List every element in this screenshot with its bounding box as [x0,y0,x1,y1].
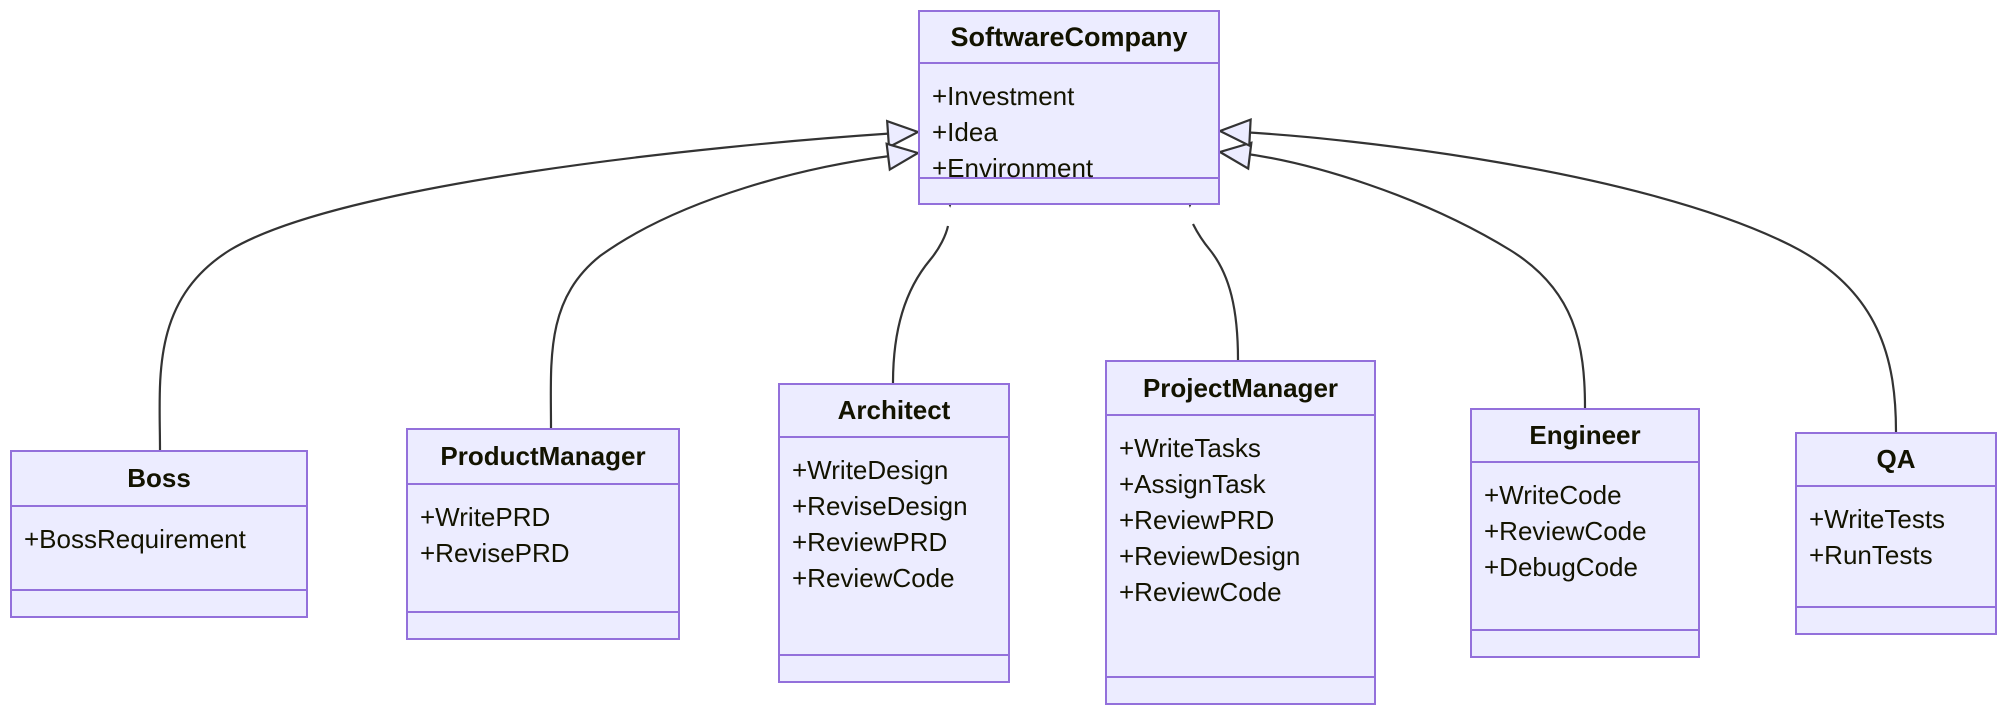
class-attributes-productmanager: +WritePRD +RevisePRD [408,485,678,613]
class-node-softwarecompany[interactable]: SoftwareCompany+Investment+Idea+Environm… [918,10,1220,205]
class-methods-architect [780,656,1008,685]
class-attribute: +DebugCode [1484,552,1638,582]
class-attributes-boss: +BossRequirement [12,507,306,591]
class-attribute: +ReviewDesign [1119,541,1301,571]
class-attribute: +ReviewCode [1484,516,1647,546]
class-title-boss: Boss [12,452,306,507]
class-attribute: +BossRequirement [24,524,246,554]
class-title-softwarecompany: SoftwareCompany [920,12,1218,64]
class-node-architect[interactable]: Architect +WriteDesign +ReviseDesign +Revie… [778,383,1010,683]
class-attribute: +WriteTests [1809,504,1946,534]
class-title-projectmanager: ProjectManager [1107,362,1374,416]
inheritance-arrowhead [885,142,921,172]
class-title-qa: QA [1797,434,1995,487]
class-attribute: +ReviewPRD [792,527,948,557]
class-attribute: +ReviewCode [1119,577,1282,607]
class-attributes-architect: +WriteDesign +ReviseDesign +ReviewPRD +Revi… [780,438,1008,656]
class-node-boss[interactable]: Boss +BossRequirement [10,450,308,618]
class-attribute: +ReviseDesign [792,491,968,521]
class-attribute: +RunTests [1809,540,1933,570]
class-attribute: +ReviewPRD [1119,505,1275,535]
class-methods-boss [12,591,306,620]
class-title-engineer: Engineer [1472,410,1698,463]
class-attributes-projectmanager: +WriteTasks +AssignTask +ReviewPRD +ReviewD… [1107,416,1374,678]
inheritance-arrowhead [885,119,921,149]
class-node-qa[interactable]: QA +WriteTests +RunTests [1795,432,1997,635]
class-attributes-qa: +WriteTests +RunTests [1797,487,1995,608]
class-attribute: +ReviewCode [792,563,955,593]
class-node-productmanager[interactable]: ProductManager +WritePRD +RevisePRD [406,428,680,640]
class-attributes-softwarecompany: +Investment+Idea+Environment [920,64,1218,183]
class-title-productmanager: ProductManager [408,430,678,485]
class-attribute: +WritePRD [420,502,551,532]
inheritance-arrowhead [1217,117,1252,148]
class-attribute: +RevisePRD [420,538,570,568]
class-attribute: +WriteTasks [1119,433,1261,463]
edge-line [891,225,950,384]
class-methods-qa [1797,608,1995,637]
class-attribute: +WriteDesign [792,455,949,485]
class-methods-productmanager [408,613,678,642]
class-attribute: +Investment [932,81,1075,111]
class-attributes-engineer: +WriteCode +ReviewCode +DebugCode [1472,463,1698,631]
class-attribute: +Idea [932,117,998,147]
edge-architect-to-softwarecompany [891,172,963,384]
class-attribute: +AssignTask [1119,469,1266,499]
edge-line [1192,223,1240,361]
class-methods-engineer [1472,631,1698,660]
class-node-engineer[interactable]: Engineer +WriteCode +ReviewCode +DebugCode [1470,408,1700,658]
inheritance-arrowhead [1217,141,1253,171]
class-title-architect: Architect [780,385,1008,438]
class-methods-projectmanager [1107,678,1374,707]
class-attribute: +WriteCode [1484,480,1622,510]
class-node-projectmanager[interactable]: ProjectManager +WriteTasks +AssignTask +Rev… [1105,360,1376,705]
